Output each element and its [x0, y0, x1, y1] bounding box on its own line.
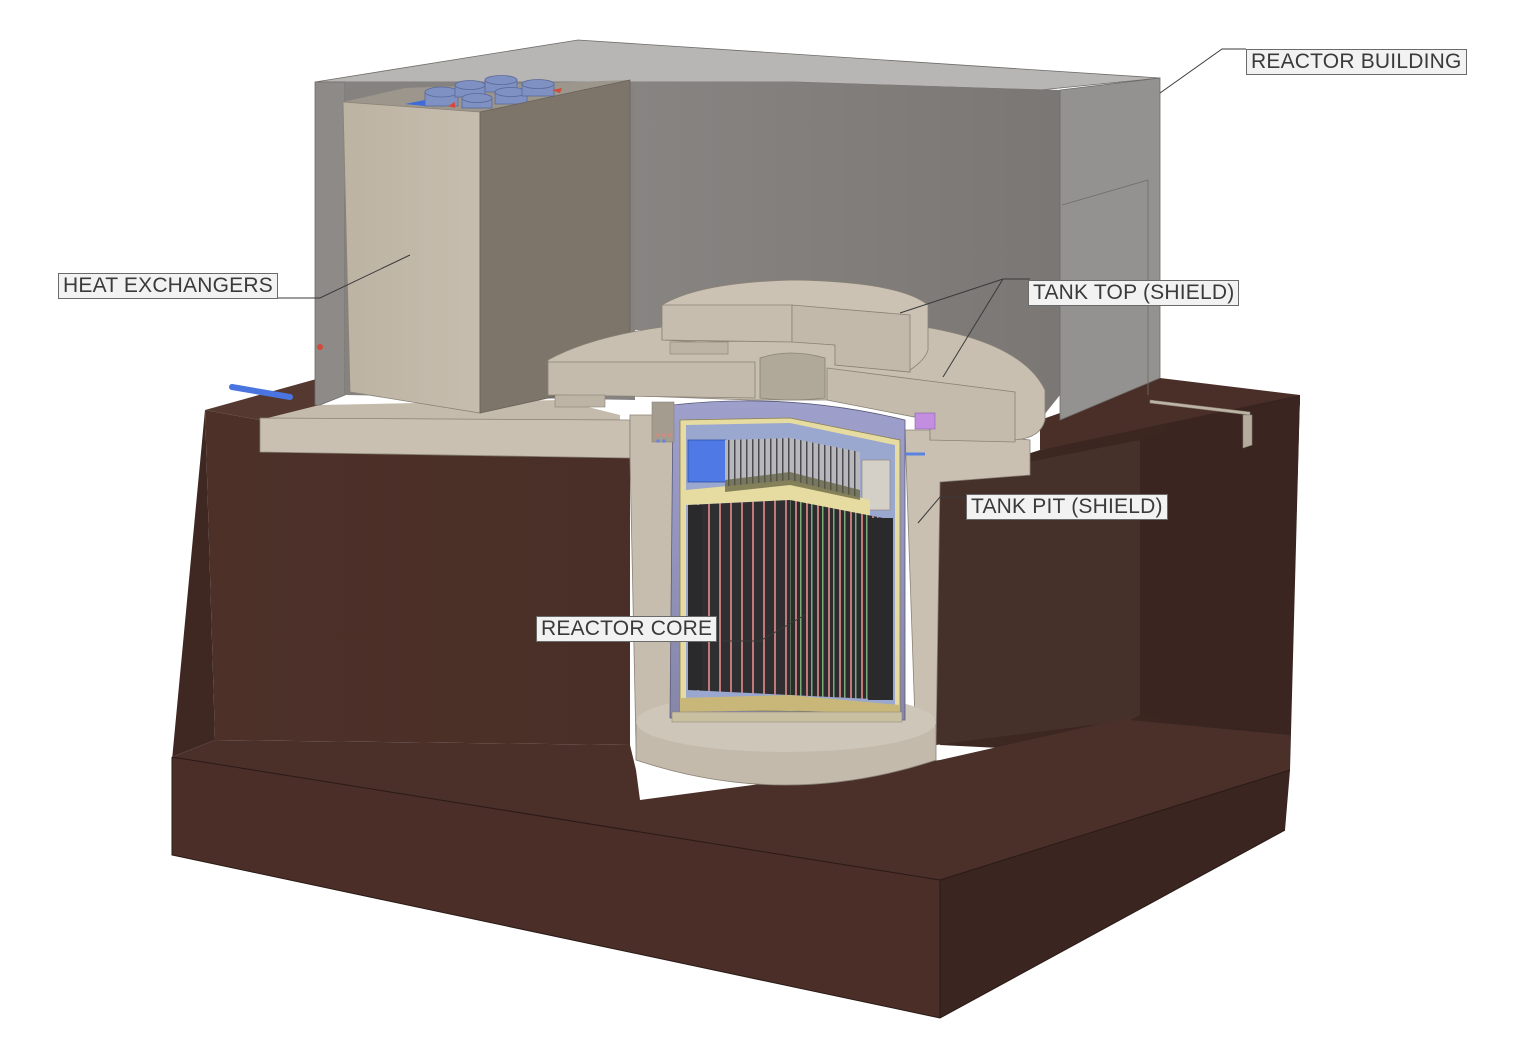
tank-top-shield	[547, 279, 1046, 443]
heat-exchangers	[229, 75, 631, 414]
label-tank-pit-shield: TANK PIT (SHIELD)	[966, 494, 1168, 520]
coolant-pipe	[229, 384, 293, 400]
heat-exchanger-tubes	[405, 75, 562, 109]
earth-block	[171, 378, 1300, 1019]
pump-box	[687, 439, 727, 483]
label-reactor-core: REACTOR CORE	[536, 616, 718, 642]
label-heat-exchangers: HEAT EXCHANGERS	[58, 273, 278, 299]
reactor-vessel	[651, 400, 936, 723]
label-reactor-building: REACTOR BUILDING	[1246, 49, 1467, 75]
label-tank-top-shield: TANK TOP (SHIELD)	[1028, 280, 1240, 306]
leader-lines	[276, 48, 1246, 642]
ground-rail	[1149, 399, 1253, 449]
